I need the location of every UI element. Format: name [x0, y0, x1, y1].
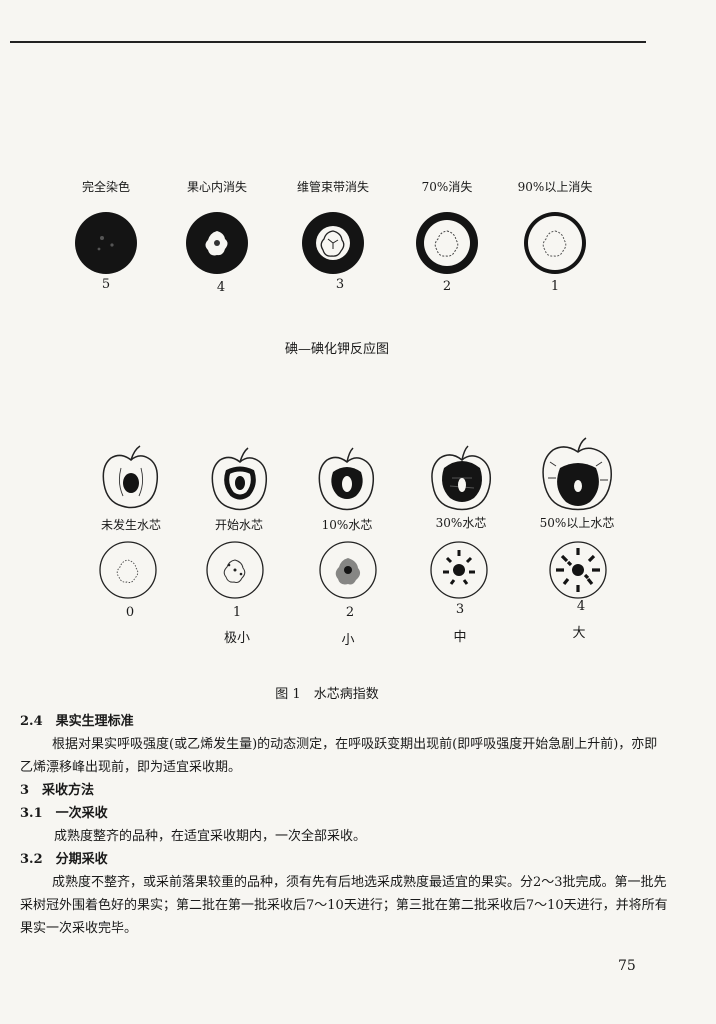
stain-discs: [75, 212, 586, 274]
stain-label-2: 70%消失: [421, 180, 473, 194]
watercore-grade-1: 极小: [223, 631, 250, 646]
watercore-number-1: 1: [232, 605, 242, 620]
apple-half-2: [318, 447, 375, 511]
body-text: 2.4 果实生理标准 根据对果实呼吸强度(或乙烯发生量)的动态测定，在呼吸跃变期…: [20, 710, 670, 940]
watercore-label-0: 未发生水芯: [100, 518, 161, 532]
header-rule: [10, 41, 646, 43]
section-3-2-heading: 3.2 分期采收: [20, 852, 108, 867]
section-3-heading: 3 采收方法: [20, 783, 95, 798]
watercore-grade-2: 小: [341, 633, 355, 648]
stain-number-2: 2: [442, 279, 452, 294]
section-3-2-body: 成熟度不整齐，或采前落果较重的品种，须有先有后地选采成熟度最适宜的果实。分2～3…: [20, 875, 668, 936]
stain-label-5: 完全染色: [81, 180, 130, 194]
watercore-number-0: 0: [125, 605, 135, 620]
stain-number-5: 5: [101, 277, 111, 292]
stain-disc-4: [186, 212, 248, 274]
apple-slice-0: [99, 541, 157, 599]
page-number: 75: [618, 958, 636, 974]
stain-caption: 碘—碘化钾反应图: [284, 342, 389, 357]
stain-disc-2: [416, 212, 478, 274]
stain-disc-3: [302, 212, 364, 274]
apple-slice-2: [319, 541, 377, 599]
watercore-number-3: 3: [455, 602, 465, 617]
watercore-number-2: 2: [345, 605, 355, 620]
apple-slices: [99, 541, 607, 599]
section-2-4-heading: 2.4 果实生理标准: [20, 714, 134, 729]
stain-number-4: 4: [216, 280, 226, 295]
watercore-label-4: 50%以上水芯: [539, 516, 615, 530]
apple-half-4: [542, 437, 612, 511]
stain-label-3: 维管束带消失: [296, 180, 369, 194]
watercore-label-2: 10%水芯: [321, 518, 373, 532]
watercore-number-4: 4: [576, 599, 586, 614]
section-2-4-body: 根据对果实呼吸强度(或乙烯发生量)的动态测定，在呼吸跃变期出现前(即呼吸强度开始…: [20, 737, 658, 775]
watercore-label-1: 开始水芯: [214, 518, 263, 532]
stain-label-1: 90%以上消失: [517, 180, 593, 194]
apple-half-3: [431, 445, 492, 511]
stain-number-3: 3: [335, 277, 345, 292]
watercore-grade-4: 大: [572, 626, 586, 641]
section-3-1-heading: 3.1 一次采收: [20, 806, 108, 821]
watercore-label-3: 30%水芯: [435, 516, 487, 530]
watercore-caption: 图 1 水芯病指数: [275, 687, 379, 702]
stain-disc-5: [75, 212, 137, 274]
stain-disc-1: [524, 212, 586, 274]
stain-number-1: 1: [550, 279, 560, 294]
apple-slice-1: [206, 541, 264, 599]
apple-half-0: [102, 445, 159, 509]
stain-label-4: 果心内消失: [186, 180, 247, 194]
watercore-grade-3: 中: [453, 630, 467, 645]
section-3-1-body: 成熟度整齐的品种，在适宜采收期内，一次全部采收。: [54, 829, 367, 844]
apple-slice-4: [549, 541, 607, 599]
apple-halves: [102, 437, 612, 511]
apple-slice-3: [430, 541, 488, 599]
apple-half-1: [211, 447, 268, 511]
